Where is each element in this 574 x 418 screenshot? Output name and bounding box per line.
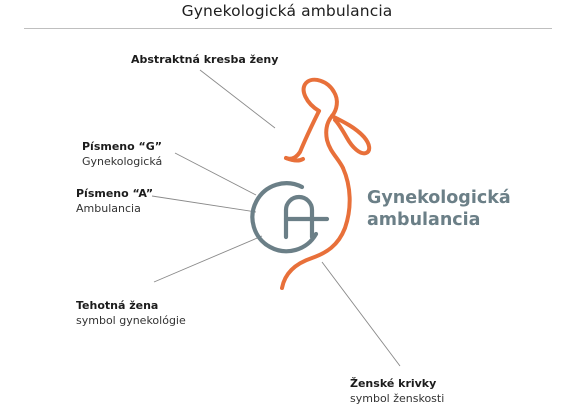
callout-letter-g-subtitle: Gynekologická <box>82 155 163 168</box>
leader-line-abstract-woman <box>199 69 276 129</box>
callout-pregnant-woman: Tehotná žena symbol gynekológie <box>76 298 186 328</box>
leader-line-letter-g <box>174 152 257 196</box>
letter-g-shape <box>250 181 319 254</box>
callout-abstract-woman: Abstraktná kresba ženy <box>131 52 278 67</box>
page-title: Gynekologická ambulancia <box>181 2 393 20</box>
callout-letter-g-title: Písmeno “G” <box>82 140 163 153</box>
leader-line-letter-a <box>151 195 257 213</box>
callout-letter-g: Písmeno “G” Gynekologická <box>82 139 162 169</box>
callout-female-curves-title: Ženské krivky <box>350 377 437 390</box>
leader-line-female-curves <box>321 261 401 367</box>
brand-wordmark: Gynekologická ambulancia <box>367 187 511 231</box>
ga-monogram-mark <box>250 181 330 254</box>
brand-wordmark-line2: ambulancia <box>367 210 481 230</box>
callout-letter-a-title: Písmeno “A” <box>76 187 154 200</box>
letter-a-shape <box>283 194 315 240</box>
callout-letter-a: Písmeno “A” Ambulancia <box>76 186 153 216</box>
woman-figure-drawing <box>280 77 372 290</box>
callout-female-curves: Ženské krivky symbol ženskosti <box>350 376 444 406</box>
callout-letter-a-subtitle: Ambulancia <box>76 202 141 215</box>
leader-line-pregnant-woman <box>153 235 263 283</box>
callout-female-curves-subtitle: symbol ženskosti <box>350 392 445 405</box>
brand-wordmark-line1: Gynekologická <box>367 188 511 208</box>
title-divider <box>24 28 552 29</box>
callout-pregnant-woman-subtitle: symbol gynekológie <box>76 314 186 327</box>
callout-abstract-woman-title: Abstraktná kresba ženy <box>131 53 279 66</box>
callout-pregnant-woman-title: Tehotná žena <box>76 299 159 312</box>
